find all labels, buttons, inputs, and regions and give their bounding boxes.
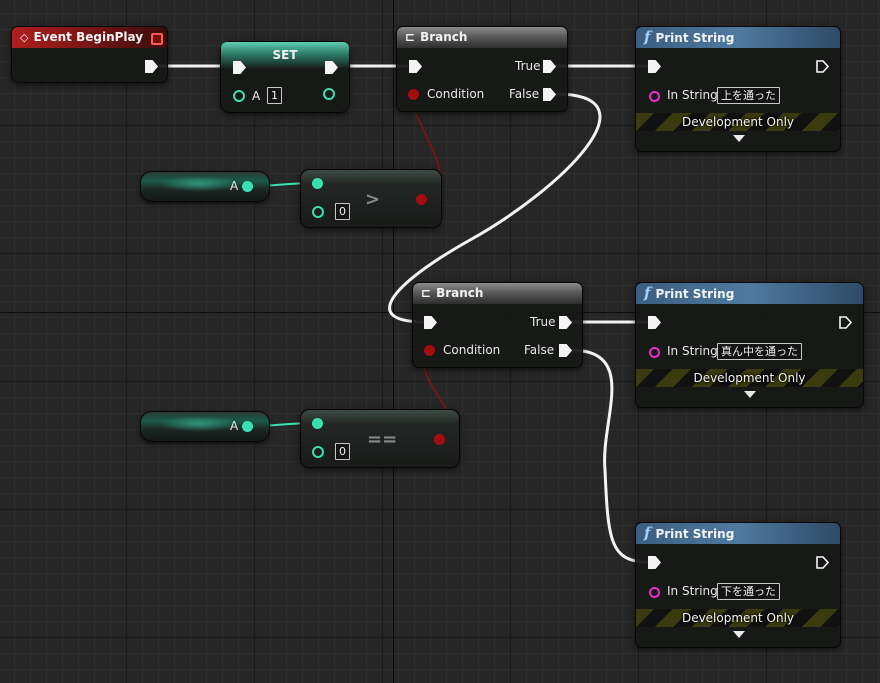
var-node-glow xyxy=(159,416,239,432)
print3-header[interactable]: f Print String xyxy=(636,523,840,544)
function-icon: f xyxy=(644,524,651,542)
print2-string-field[interactable]: 真ん中を通った xyxy=(717,343,802,360)
compare-eq-in-a-pin[interactable] xyxy=(312,418,323,429)
event-node-header[interactable]: ◇ Event BeginPlay xyxy=(12,27,167,48)
get-a2-out-pin[interactable] xyxy=(242,421,253,432)
print3-exec-in-pin[interactable] xyxy=(648,556,661,569)
branch2-true-pin[interactable] xyxy=(559,316,572,329)
compare-eq-value-field[interactable]: 0 xyxy=(335,443,350,460)
print2-development-only-bar: Development Only xyxy=(636,369,863,387)
branch1-header[interactable]: ⊏ Branch xyxy=(397,27,567,48)
print2-expand-arrow-icon[interactable] xyxy=(744,391,756,398)
set-var-label: A xyxy=(252,89,261,103)
branch2-false-pin[interactable] xyxy=(559,344,572,357)
branch2-condition-pin[interactable] xyxy=(424,345,435,356)
branch1-title: Branch xyxy=(420,30,468,44)
print3-title: Print String xyxy=(655,527,735,541)
branch1-false-pin[interactable] xyxy=(543,88,556,101)
get-var-a-node-1[interactable]: A xyxy=(140,171,270,202)
branch-node-1[interactable]: ⊏ Branch True Condition False xyxy=(396,26,568,112)
compare-equal-node[interactable]: 0 == xyxy=(300,409,460,468)
compare-gt-out-pin[interactable] xyxy=(416,194,427,205)
exec-out-pin[interactable] xyxy=(145,60,158,73)
print1-development-only-bar: Development Only xyxy=(636,113,840,131)
event-diamond-icon: ◇ xyxy=(20,31,29,44)
function-icon: f xyxy=(644,284,651,302)
print-string-node-2[interactable]: f Print String In String 真ん中を通った Developm… xyxy=(635,282,864,408)
branch1-condition-label: Condition xyxy=(427,87,485,101)
print3-expand-arrow-icon[interactable] xyxy=(733,631,745,638)
branch2-header[interactable]: ⊏ Branch xyxy=(413,283,582,304)
compare-gt-value-field[interactable]: 0 xyxy=(335,203,350,220)
set-int-out-pin[interactable] xyxy=(323,88,335,100)
print2-in-string-label: In String xyxy=(667,344,718,358)
grid-axis-vertical xyxy=(393,0,394,683)
branch1-true-pin[interactable] xyxy=(543,60,556,73)
print2-exec-out-pin[interactable] xyxy=(839,316,853,329)
print1-in-string-label: In String xyxy=(667,88,718,102)
print3-string-field[interactable]: 下を通った xyxy=(717,583,780,600)
print1-string-pin[interactable] xyxy=(649,91,660,102)
branch1-condition-pin[interactable] xyxy=(408,89,419,100)
function-icon: f xyxy=(644,28,651,46)
branch2-title: Branch xyxy=(436,286,484,300)
get-var-a-node-2[interactable]: A xyxy=(140,411,270,442)
print1-string-field[interactable]: 上を通った xyxy=(717,87,780,104)
print3-development-only-bar: Development Only xyxy=(636,609,840,627)
compare-gt-top-glow xyxy=(301,170,441,184)
print3-exec-out-pin[interactable] xyxy=(816,556,830,569)
print1-header[interactable]: f Print String xyxy=(636,27,840,48)
print1-expand-arrow-icon[interactable] xyxy=(733,135,745,142)
compare-greater-node[interactable]: 0 > xyxy=(300,169,442,228)
branch2-condition-label: Condition xyxy=(443,343,501,357)
branch1-false-label: False xyxy=(509,87,540,101)
set-node-title: SET xyxy=(272,48,298,62)
print2-exec-in-pin[interactable] xyxy=(648,316,661,329)
print1-exec-out-pin[interactable] xyxy=(816,60,830,73)
print-string-node-3[interactable]: f Print String In String 下を通った Developmen… xyxy=(635,522,841,648)
print-string-node-1[interactable]: f Print String In String 上を通った Developmen… xyxy=(635,26,841,152)
set-int-in-pin[interactable] xyxy=(233,90,245,102)
set-exec-out-pin[interactable] xyxy=(325,61,338,74)
set-node[interactable]: SET A 1 xyxy=(220,41,350,113)
var-node-glow xyxy=(159,176,239,192)
print3-string-pin[interactable] xyxy=(649,587,660,598)
set-exec-in-pin[interactable] xyxy=(233,61,246,74)
print3-in-string-label: In String xyxy=(667,584,718,598)
branch-icon: ⊏ xyxy=(421,286,432,300)
branch2-true-label: True xyxy=(530,315,556,329)
branch1-true-label: True xyxy=(515,59,541,73)
print1-title: Print String xyxy=(655,31,735,45)
compare-gt-operator: > xyxy=(365,189,381,210)
branch-node-2[interactable]: ⊏ Branch True Condition False xyxy=(412,282,583,368)
get-a2-label: A xyxy=(230,419,239,433)
print1-exec-in-pin[interactable] xyxy=(648,60,661,73)
branch2-exec-in-pin[interactable] xyxy=(424,316,437,329)
set-value-field[interactable]: 1 xyxy=(267,87,282,104)
get-a1-out-pin[interactable] xyxy=(242,181,253,192)
compare-gt-in-a-pin[interactable] xyxy=(312,178,323,189)
event-node-title: Event BeginPlay xyxy=(33,30,144,44)
get-a1-label: A xyxy=(230,179,239,193)
print2-string-pin[interactable] xyxy=(649,347,660,358)
compare-gt-in-b-pin[interactable] xyxy=(312,206,324,218)
compare-eq-in-b-pin[interactable] xyxy=(312,446,324,458)
stop-icon xyxy=(151,33,163,45)
branch2-false-label: False xyxy=(524,343,555,357)
print2-header[interactable]: f Print String xyxy=(636,283,863,304)
compare-eq-top-glow xyxy=(301,410,459,424)
compare-eq-out-pin[interactable] xyxy=(434,434,445,445)
branch-icon: ⊏ xyxy=(405,30,416,44)
compare-eq-operator: == xyxy=(367,429,398,450)
event-beginplay-node[interactable]: ◇ Event BeginPlay xyxy=(11,26,168,83)
branch1-exec-in-pin[interactable] xyxy=(409,60,422,73)
print2-title: Print String xyxy=(655,287,735,301)
